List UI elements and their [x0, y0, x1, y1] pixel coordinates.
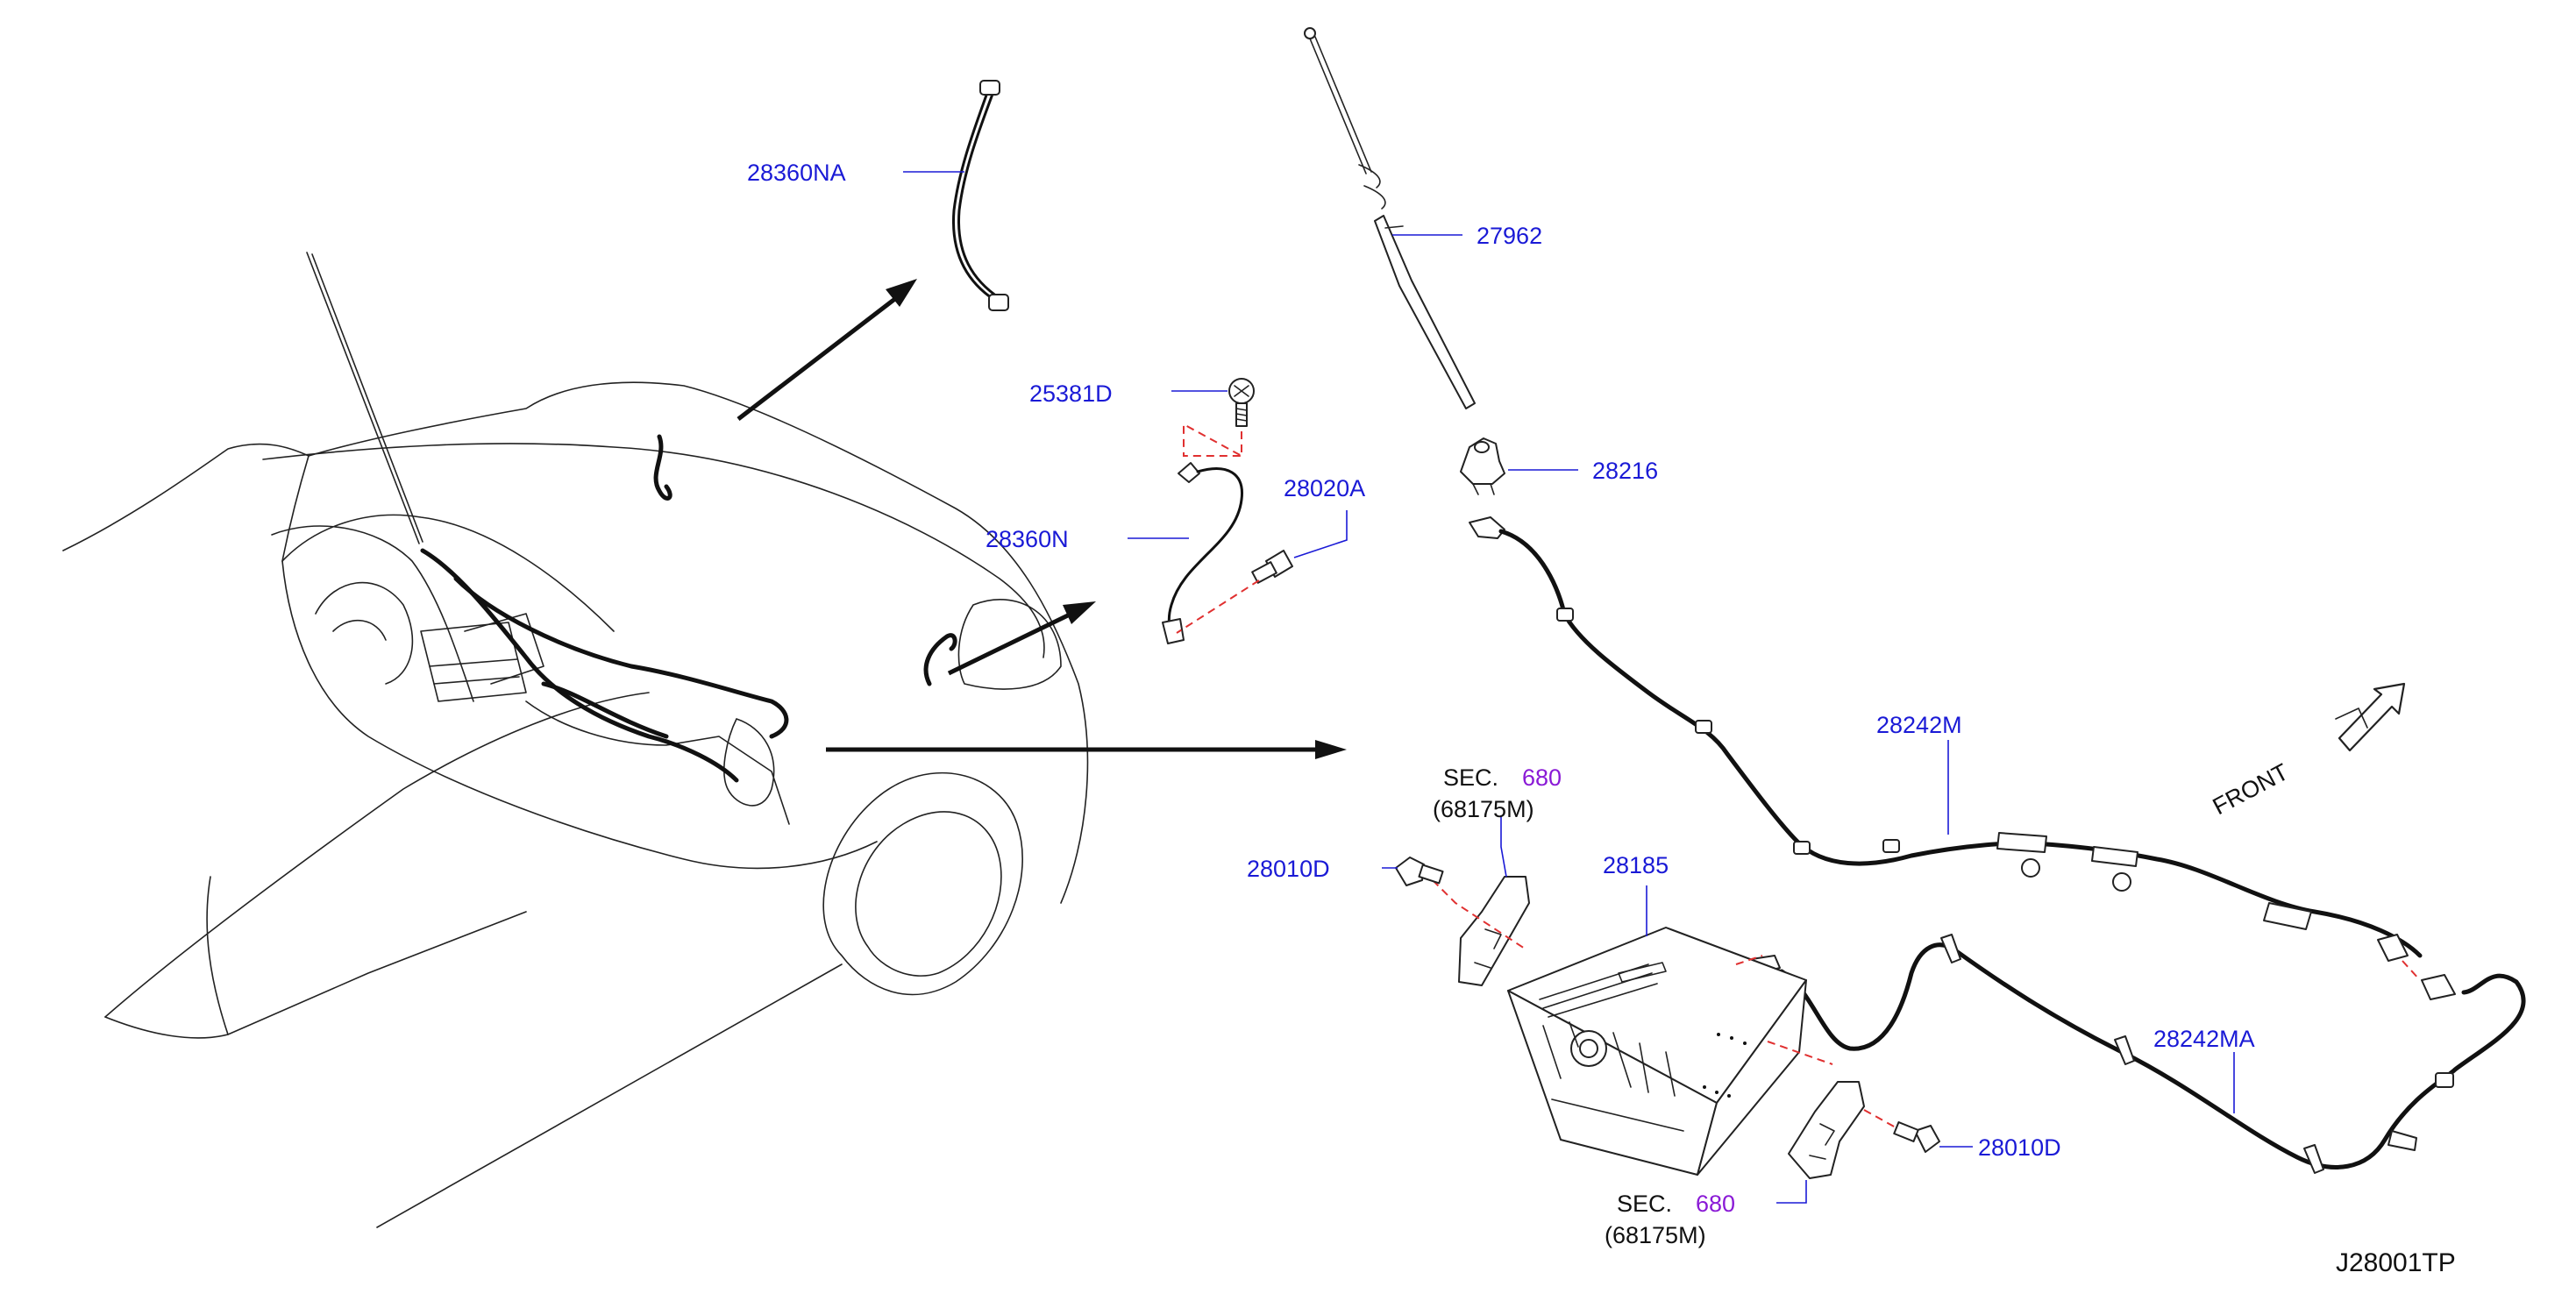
figure-code: J28001TP — [2336, 1248, 2456, 1277]
callout-labels: 28360NA 27962 25381D 28216 28020A 28360N… — [747, 160, 2456, 1277]
part-28360N-ground-strap — [1162, 462, 1243, 644]
part-28185-audio-unit — [1507, 927, 1833, 1176]
part-28242MA-sub-cable — [1751, 934, 2526, 1174]
callout-28185: 28185 — [1603, 852, 1669, 878]
callout-28216: 28216 — [1592, 458, 1658, 484]
sec-ref-top-number: 680 — [1522, 764, 1562, 791]
front-label: FRONT — [2209, 758, 2293, 820]
part-25381D-screw — [1183, 378, 1255, 458]
part-28010D-bolt-left — [1395, 857, 1444, 886]
leader-lines — [903, 171, 2235, 1204]
callout-28020A: 28020A — [1284, 475, 1365, 501]
part-27962-antenna-rod — [1304, 27, 1476, 409]
part-28360NA-strap — [951, 80, 1009, 311]
callout-27962: 27962 — [1477, 223, 1542, 249]
bracket-upper — [1432, 876, 1530, 986]
part-28010D-bolt-right — [1893, 1121, 1940, 1153]
callout-28242MA: 28242MA — [2153, 1026, 2255, 1052]
sec-ref-bottom-number: 680 — [1696, 1191, 1735, 1217]
callout-25381D: 25381D — [1029, 380, 1113, 407]
part-28242M-feeder-cable — [1469, 516, 2423, 962]
sec-ref-top-prefix: SEC. — [1443, 764, 1498, 791]
callout-28010D-left: 28010D — [1247, 856, 1330, 882]
sec-ref-top-sub: (68175M) — [1433, 796, 1534, 822]
bracket-lower — [1788, 1081, 1912, 1179]
front-orientation: FRONT — [2209, 682, 2406, 820]
callout-28360NA: 28360NA — [747, 160, 846, 186]
callout-28360N: 28360N — [986, 526, 1069, 552]
callout-28242M: 28242M — [1876, 712, 1962, 738]
sec-ref-bottom-prefix: SEC. — [1617, 1191, 1672, 1217]
part-28216-antenna-base — [1460, 437, 1505, 495]
part-28020A-bolt — [1176, 550, 1293, 634]
vehicle-dashboard-illustration — [62, 252, 1089, 1228]
sec-ref-bottom-sub: (68175M) — [1605, 1222, 1706, 1248]
pointer-arrows — [737, 279, 1347, 759]
callout-28010D-right: 28010D — [1978, 1134, 2061, 1161]
